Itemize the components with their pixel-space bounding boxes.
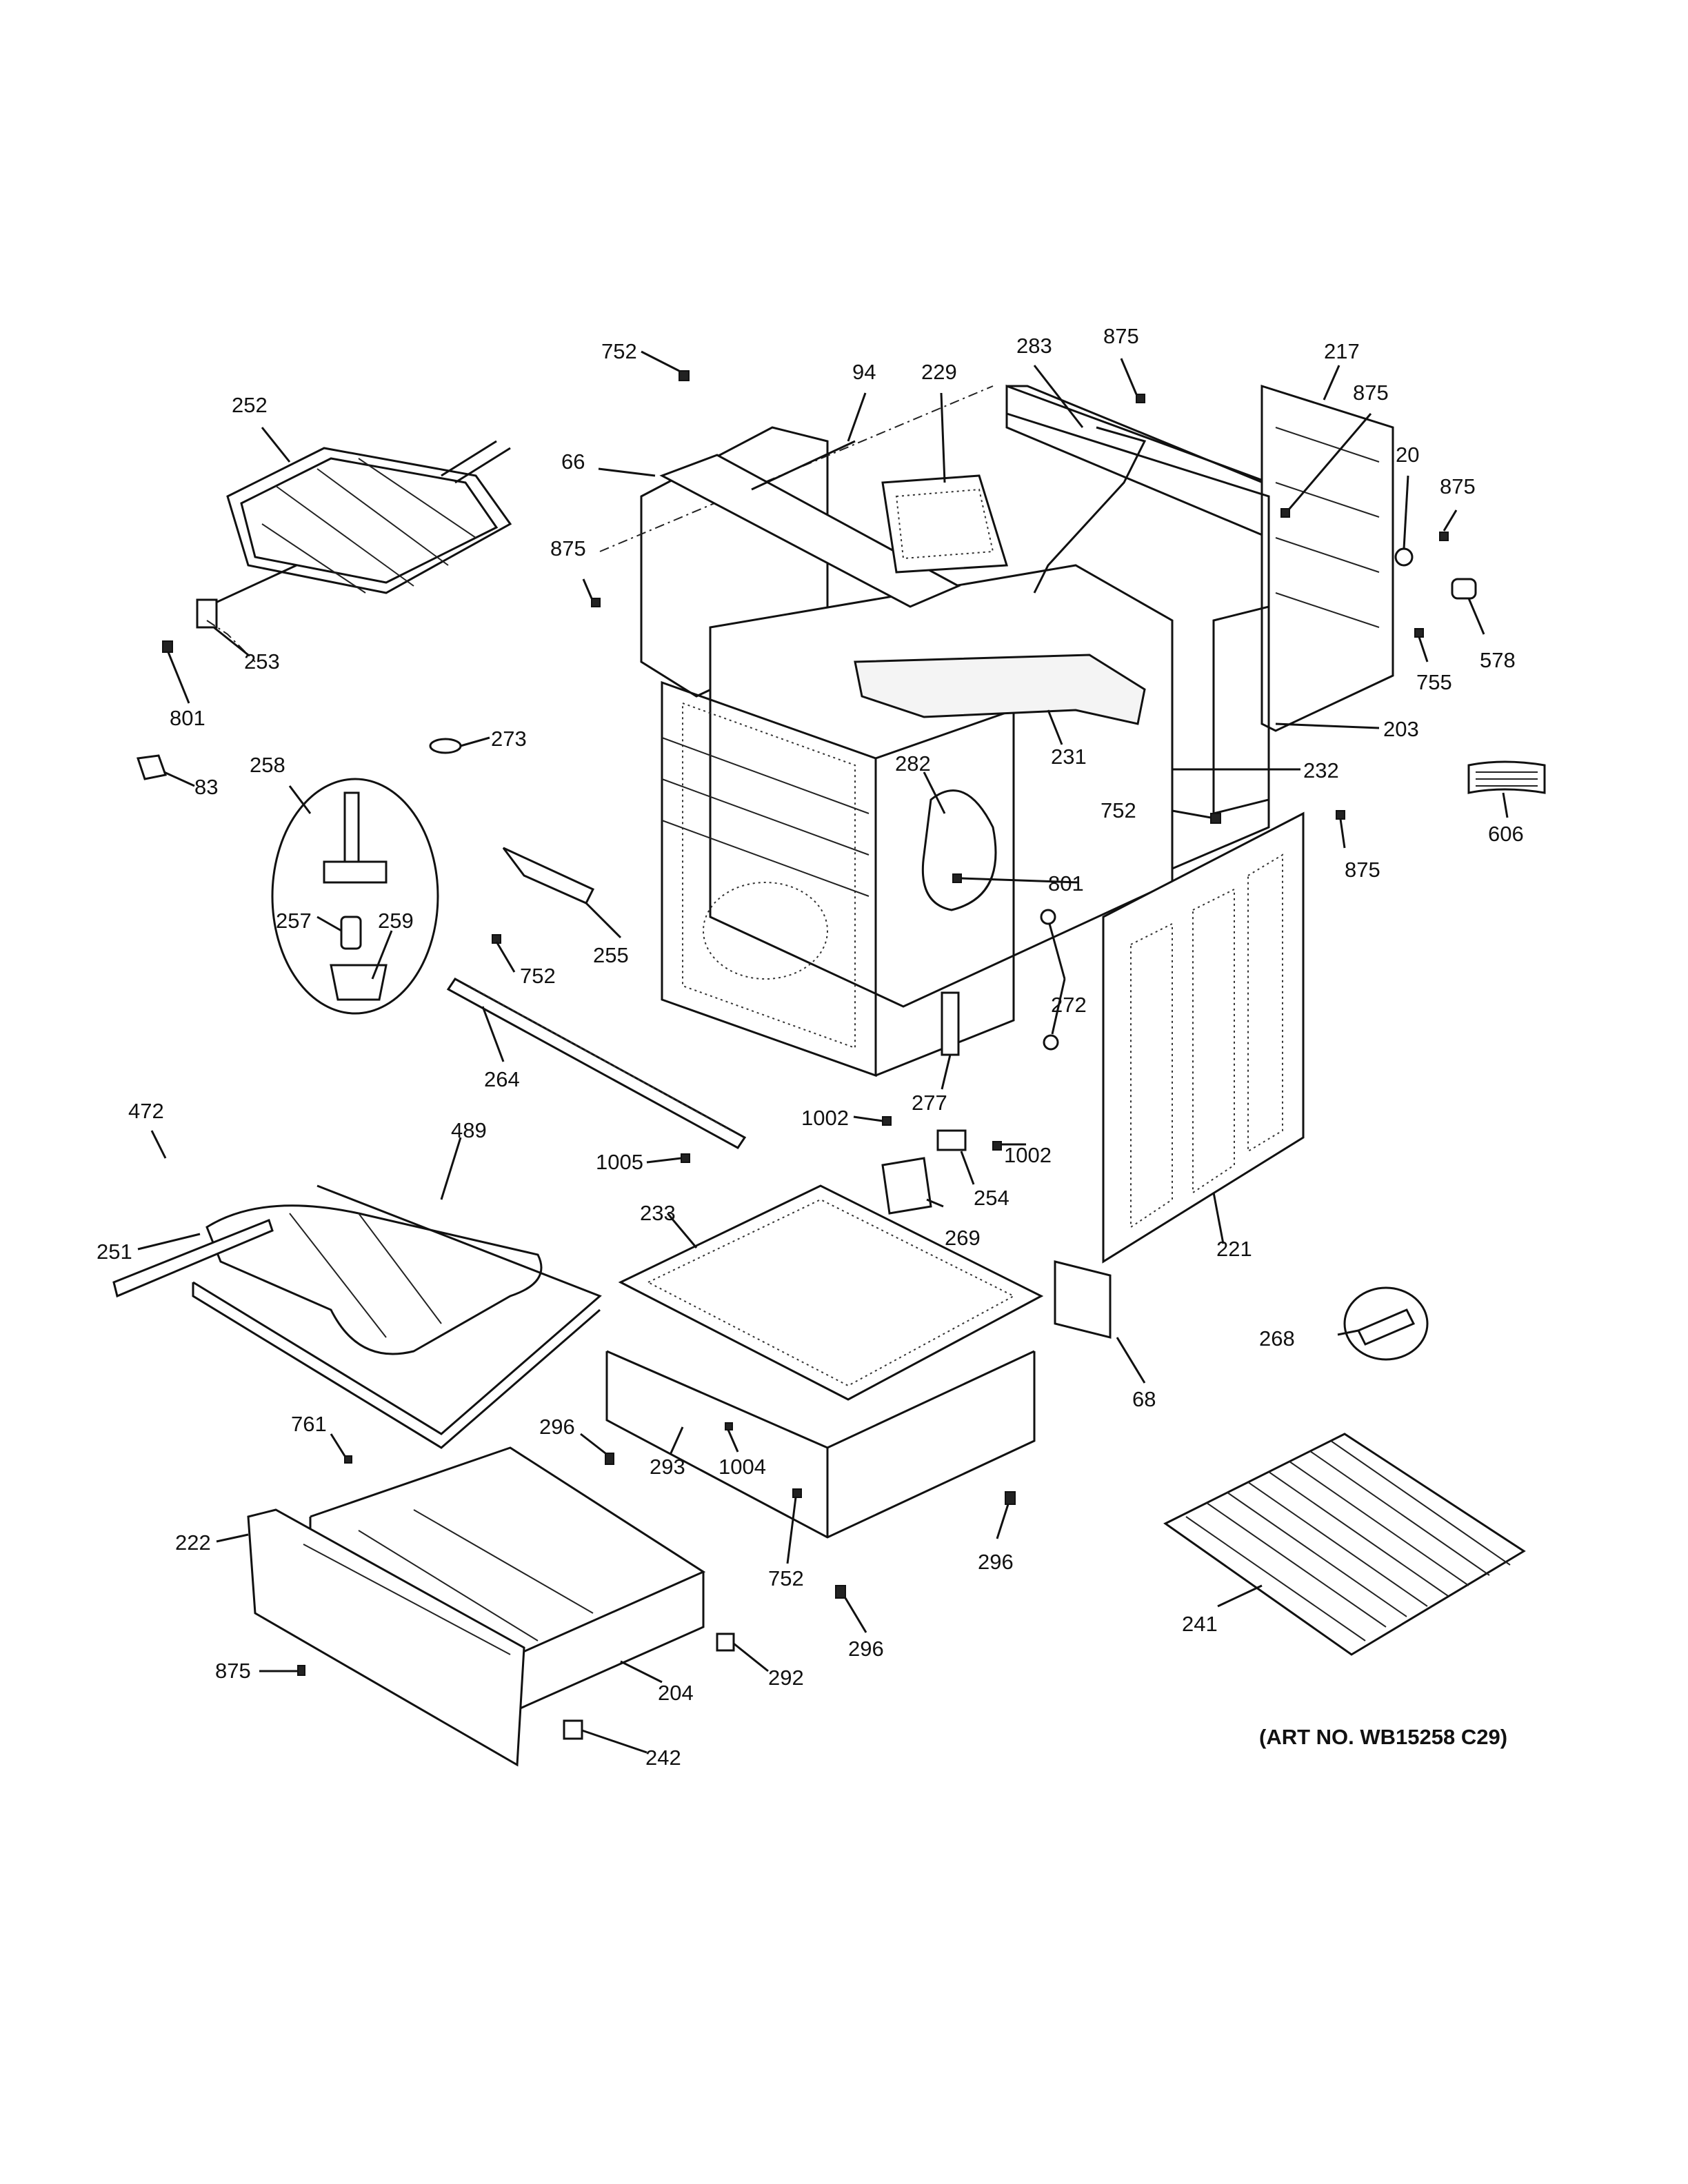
callout-242: 242 — [645, 1746, 681, 1770]
callout-296: 296 — [848, 1637, 884, 1661]
callout-222: 222 — [175, 1530, 211, 1555]
drawer-front-222 — [247, 1508, 525, 1767]
part-268 — [1343, 1286, 1429, 1361]
callout-217: 217 — [1324, 339, 1360, 363]
callout-875: 875 — [215, 1659, 251, 1683]
callout-94: 94 — [852, 360, 876, 384]
callout-251: 251 — [97, 1240, 132, 1264]
bake-element-251 — [205, 1204, 543, 1355]
callout-232: 232 — [1303, 758, 1339, 782]
part-20 — [1394, 547, 1414, 567]
callout-259: 259 — [378, 909, 414, 933]
part-254 — [936, 1129, 967, 1151]
callout-875: 875 — [1440, 474, 1476, 498]
callout-801: 801 — [1048, 871, 1084, 896]
callout-241: 241 — [1182, 1612, 1218, 1636]
callout-801: 801 — [170, 706, 205, 730]
oven-body — [599, 384, 1394, 1078]
broil-element — [196, 440, 512, 629]
callout-264: 264 — [484, 1067, 520, 1091]
part-292 — [716, 1632, 735, 1652]
screw-801a — [162, 640, 173, 653]
insulation-229 — [881, 474, 1008, 574]
callout-283: 283 — [1016, 334, 1052, 358]
bracket-66 — [659, 454, 961, 608]
callout-292: 292 — [768, 1666, 804, 1690]
callout-282: 282 — [895, 751, 931, 776]
part-273 — [429, 738, 462, 754]
part-255 — [502, 847, 595, 904]
callout-578: 578 — [1480, 648, 1516, 672]
part-277 — [941, 991, 960, 1056]
callout-277: 277 — [912, 1091, 947, 1115]
callout-229: 229 — [921, 360, 957, 384]
callout-273: 273 — [491, 727, 527, 751]
rail-264 — [446, 978, 747, 1149]
lower-frame — [605, 1350, 1036, 1539]
callout-761: 761 — [291, 1412, 327, 1436]
top-channel-94 — [751, 440, 856, 491]
callout-20: 20 — [1396, 443, 1419, 467]
screws — [297, 370, 1449, 1676]
bracket-68 — [1054, 1260, 1112, 1339]
callout-268: 268 — [1259, 1326, 1295, 1351]
callout-606: 606 — [1488, 822, 1524, 846]
callout-83: 83 — [194, 775, 218, 799]
callout-293: 293 — [650, 1455, 685, 1479]
callout-752: 752 — [1101, 798, 1136, 822]
callout-68: 68 — [1132, 1387, 1156, 1411]
side-panel-221 — [1102, 811, 1305, 1264]
callout-296: 296 — [539, 1415, 575, 1439]
callout-252: 252 — [232, 393, 268, 417]
part-83 — [137, 754, 167, 780]
callout-489: 489 — [451, 1118, 487, 1142]
callout-231: 231 — [1051, 745, 1087, 769]
callout-257: 257 — [276, 909, 312, 933]
callout-272: 272 — [1051, 993, 1087, 1017]
callout-875: 875 — [550, 536, 586, 560]
callout-254: 254 — [974, 1186, 1009, 1210]
leader-lines — [137, 350, 1509, 1754]
broil-bracket-253 — [206, 620, 256, 663]
part-272 — [1040, 909, 1059, 1051]
callout-875: 875 — [1103, 324, 1139, 348]
callout-269: 269 — [945, 1226, 981, 1250]
part-578 — [1451, 578, 1477, 600]
callout-253: 253 — [244, 649, 280, 674]
callout-472: 472 — [128, 1099, 164, 1123]
callout-258: 258 — [250, 753, 285, 777]
art-number: (ART NO. WB15258 C29) — [1259, 1725, 1507, 1749]
callout-221: 221 — [1216, 1237, 1252, 1261]
callout-875: 875 — [1353, 381, 1389, 405]
strip-472 — [112, 1219, 274, 1298]
part-269 — [881, 1157, 932, 1215]
callout-1004: 1004 — [719, 1455, 766, 1479]
oven-rack-241 — [1163, 1433, 1526, 1656]
part-242 — [563, 1719, 583, 1740]
callout-1005: 1005 — [596, 1150, 643, 1174]
callout-204: 204 — [658, 1681, 694, 1705]
callout-875: 875 — [1345, 858, 1380, 882]
callout-labels: 752 94 229 283 875 217 875 20 875 252 66… — [97, 324, 1524, 1770]
callout-1002: 1002 — [801, 1106, 849, 1130]
callout-752: 752 — [768, 1566, 804, 1590]
callout-203: 203 — [1383, 717, 1419, 741]
bake-tray-489 — [192, 1184, 602, 1449]
lamp-assembly-258 — [271, 778, 439, 1015]
callout-233: 233 — [640, 1201, 676, 1225]
callout-755: 755 — [1416, 670, 1452, 694]
callout-66: 66 — [561, 449, 585, 474]
wire-harness-606 — [1467, 760, 1546, 794]
callout-296: 296 — [978, 1550, 1014, 1574]
callout-752: 752 — [601, 339, 637, 363]
panel-233 — [618, 1184, 1044, 1401]
callout-1002: 1002 — [1004, 1143, 1052, 1167]
callout-255: 255 — [593, 943, 629, 967]
callout-752: 752 — [520, 964, 556, 988]
